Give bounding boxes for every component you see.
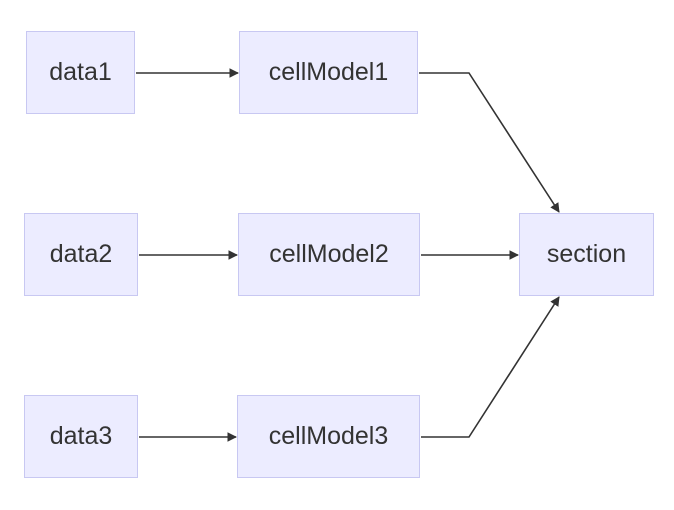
node-label: section	[546, 240, 627, 268]
node-cellmodel2: cellModel2	[238, 213, 420, 296]
node-cellmodel3: cellModel3	[237, 395, 420, 478]
node-cellmodel1: cellModel1	[239, 31, 418, 114]
node-data3: data3	[24, 395, 138, 478]
node-label: cellModel1	[268, 58, 389, 86]
node-label: cellModel3	[268, 422, 389, 450]
edge-cellmodel3-section	[421, 296, 560, 438]
node-label: data1	[49, 58, 112, 86]
edge-cellmodel1-section	[419, 72, 560, 213]
node-data2: data2	[24, 213, 138, 296]
node-section: section	[519, 213, 654, 296]
node-label: cellModel2	[269, 240, 389, 268]
node-label: data2	[49, 240, 113, 268]
node-data1: data1	[26, 31, 135, 114]
node-label: data3	[49, 422, 113, 450]
